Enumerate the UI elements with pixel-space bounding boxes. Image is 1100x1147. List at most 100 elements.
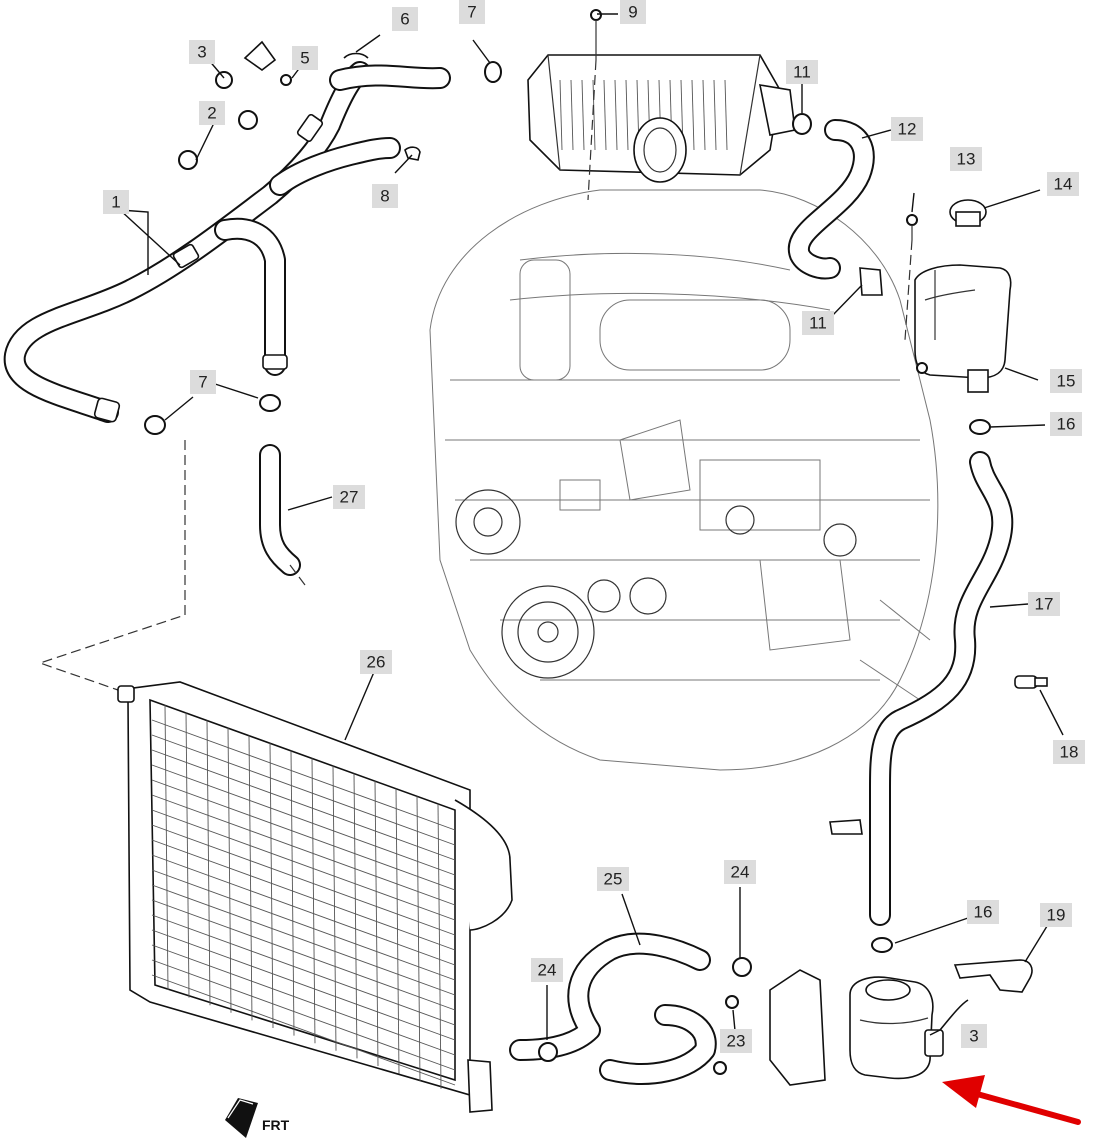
engine-assembly <box>429 189 939 771</box>
svg-text:18: 18 <box>1060 743 1079 762</box>
clamp-7-middle <box>259 394 281 412</box>
radiator-core-line <box>151 914 456 1026</box>
radiator-core-line <box>151 884 456 996</box>
svg-text:19: 19 <box>1047 906 1066 925</box>
cooler-fin <box>570 79 574 151</box>
radiator-core-line <box>151 809 456 921</box>
cooler-fin <box>713 79 717 151</box>
svg-text:15: 15 <box>1057 372 1076 391</box>
radiator-core-line <box>151 869 456 981</box>
svg-text:16: 16 <box>1057 415 1076 434</box>
callout-15: 15 <box>1050 369 1082 393</box>
svg-text:6: 6 <box>400 10 409 29</box>
highlight-arrow-icon <box>942 1075 1081 1125</box>
callout-12: 12 <box>891 117 923 141</box>
hose-17 <box>829 419 1014 953</box>
callout-26: 26 <box>360 650 392 674</box>
callout-25: 25 <box>597 867 629 891</box>
radiator-core-line <box>151 749 456 861</box>
svg-text:24: 24 <box>538 961 557 980</box>
svg-text:16: 16 <box>974 903 993 922</box>
cooler-fin <box>592 79 596 151</box>
radiator-core-line <box>151 929 456 1041</box>
callout-16b: 16 <box>967 900 999 924</box>
svg-text:13: 13 <box>957 150 976 169</box>
callout-8: 8 <box>372 184 398 208</box>
svg-text:23: 23 <box>727 1032 746 1051</box>
callout-6: 6 <box>392 7 418 31</box>
svg-text:8: 8 <box>380 187 389 206</box>
radiator-core-line <box>151 839 456 951</box>
callout-27: 27 <box>333 485 365 509</box>
svg-text:7: 7 <box>467 3 476 22</box>
bolt-13 <box>906 214 918 240</box>
svg-text:25: 25 <box>604 870 623 889</box>
radiator-fin <box>185 712 190 998</box>
charge-air-cooler <box>527 54 796 183</box>
clamp-7-upper <box>484 61 502 83</box>
callout-3b: 3 <box>961 1024 987 1048</box>
radiator-fin <box>416 796 421 1082</box>
radiator-core-line <box>151 779 456 891</box>
radiator-fin <box>395 788 400 1074</box>
radiator-core-line <box>151 944 456 1056</box>
svg-text:17: 17 <box>1035 595 1054 614</box>
svg-text:2: 2 <box>207 104 216 123</box>
callout-18: 18 <box>1053 740 1085 764</box>
svg-text:5: 5 <box>300 49 309 68</box>
radiator-26 <box>116 681 513 1113</box>
callout-1: 1 <box>103 190 129 214</box>
radiator-fin <box>311 758 316 1044</box>
svg-text:24: 24 <box>731 863 750 882</box>
cooler-fin <box>625 79 629 151</box>
callout-7b: 7 <box>190 370 216 394</box>
cooler-fin <box>603 79 607 151</box>
callout-23: 23 <box>720 1029 752 1053</box>
svg-text:7: 7 <box>198 373 207 392</box>
radiator-core-line <box>151 959 456 1071</box>
radiator-core-line <box>151 794 456 906</box>
radiator-fin <box>164 704 169 991</box>
hose-12 <box>787 113 883 296</box>
clamp-7-left <box>144 415 166 435</box>
callout-5: 5 <box>292 46 318 70</box>
bolt-9 <box>587 9 602 201</box>
callout-11a: 11 <box>786 60 818 84</box>
cooler-fin <box>614 79 618 151</box>
cooler-fin <box>581 79 585 151</box>
radiator-core-line <box>151 764 456 876</box>
auxiliary-water-pump <box>849 959 1033 1080</box>
hose-25 <box>509 932 752 1085</box>
hose-27 <box>259 444 306 586</box>
svg-text:26: 26 <box>367 653 386 672</box>
callout-24b: 24 <box>531 958 563 982</box>
callout-24a: 24 <box>724 860 756 884</box>
callout-14: 14 <box>1047 172 1079 196</box>
radiator-core-line <box>151 854 456 966</box>
svg-text:11: 11 <box>793 63 811 82</box>
dashed-link-to-radiator <box>38 440 186 691</box>
radiator-fin <box>248 735 253 1021</box>
callout-labels: 1 2 3 3 5 6 7 7 8 9 11 11 12 13 14 15 16… <box>103 0 1085 1053</box>
cooler-fin <box>724 79 728 151</box>
svg-text:14: 14 <box>1054 175 1073 194</box>
callout-3a: 3 <box>189 40 215 64</box>
cooler-fin <box>559 79 563 151</box>
surge-tank-cap-14 <box>949 199 987 227</box>
radiator-fin <box>269 742 274 1029</box>
radiator-core-line <box>151 824 456 936</box>
svg-text:27: 27 <box>340 488 359 507</box>
callout-7a: 7 <box>459 0 485 24</box>
cooler-fin <box>702 79 706 151</box>
callout-16a: 16 <box>1050 412 1082 436</box>
upper-left-hose-assembly-1 <box>3 40 451 423</box>
frt-direction-marker: FRT <box>225 1098 290 1138</box>
svg-text:3: 3 <box>197 43 206 62</box>
radiator-core-line <box>151 719 456 831</box>
svg-text:3: 3 <box>969 1027 978 1046</box>
radiator-core-line <box>151 734 456 846</box>
radiator-fin <box>290 750 295 1036</box>
frt-label: FRT <box>262 1117 290 1133</box>
callout-11b: 11 <box>802 311 834 335</box>
